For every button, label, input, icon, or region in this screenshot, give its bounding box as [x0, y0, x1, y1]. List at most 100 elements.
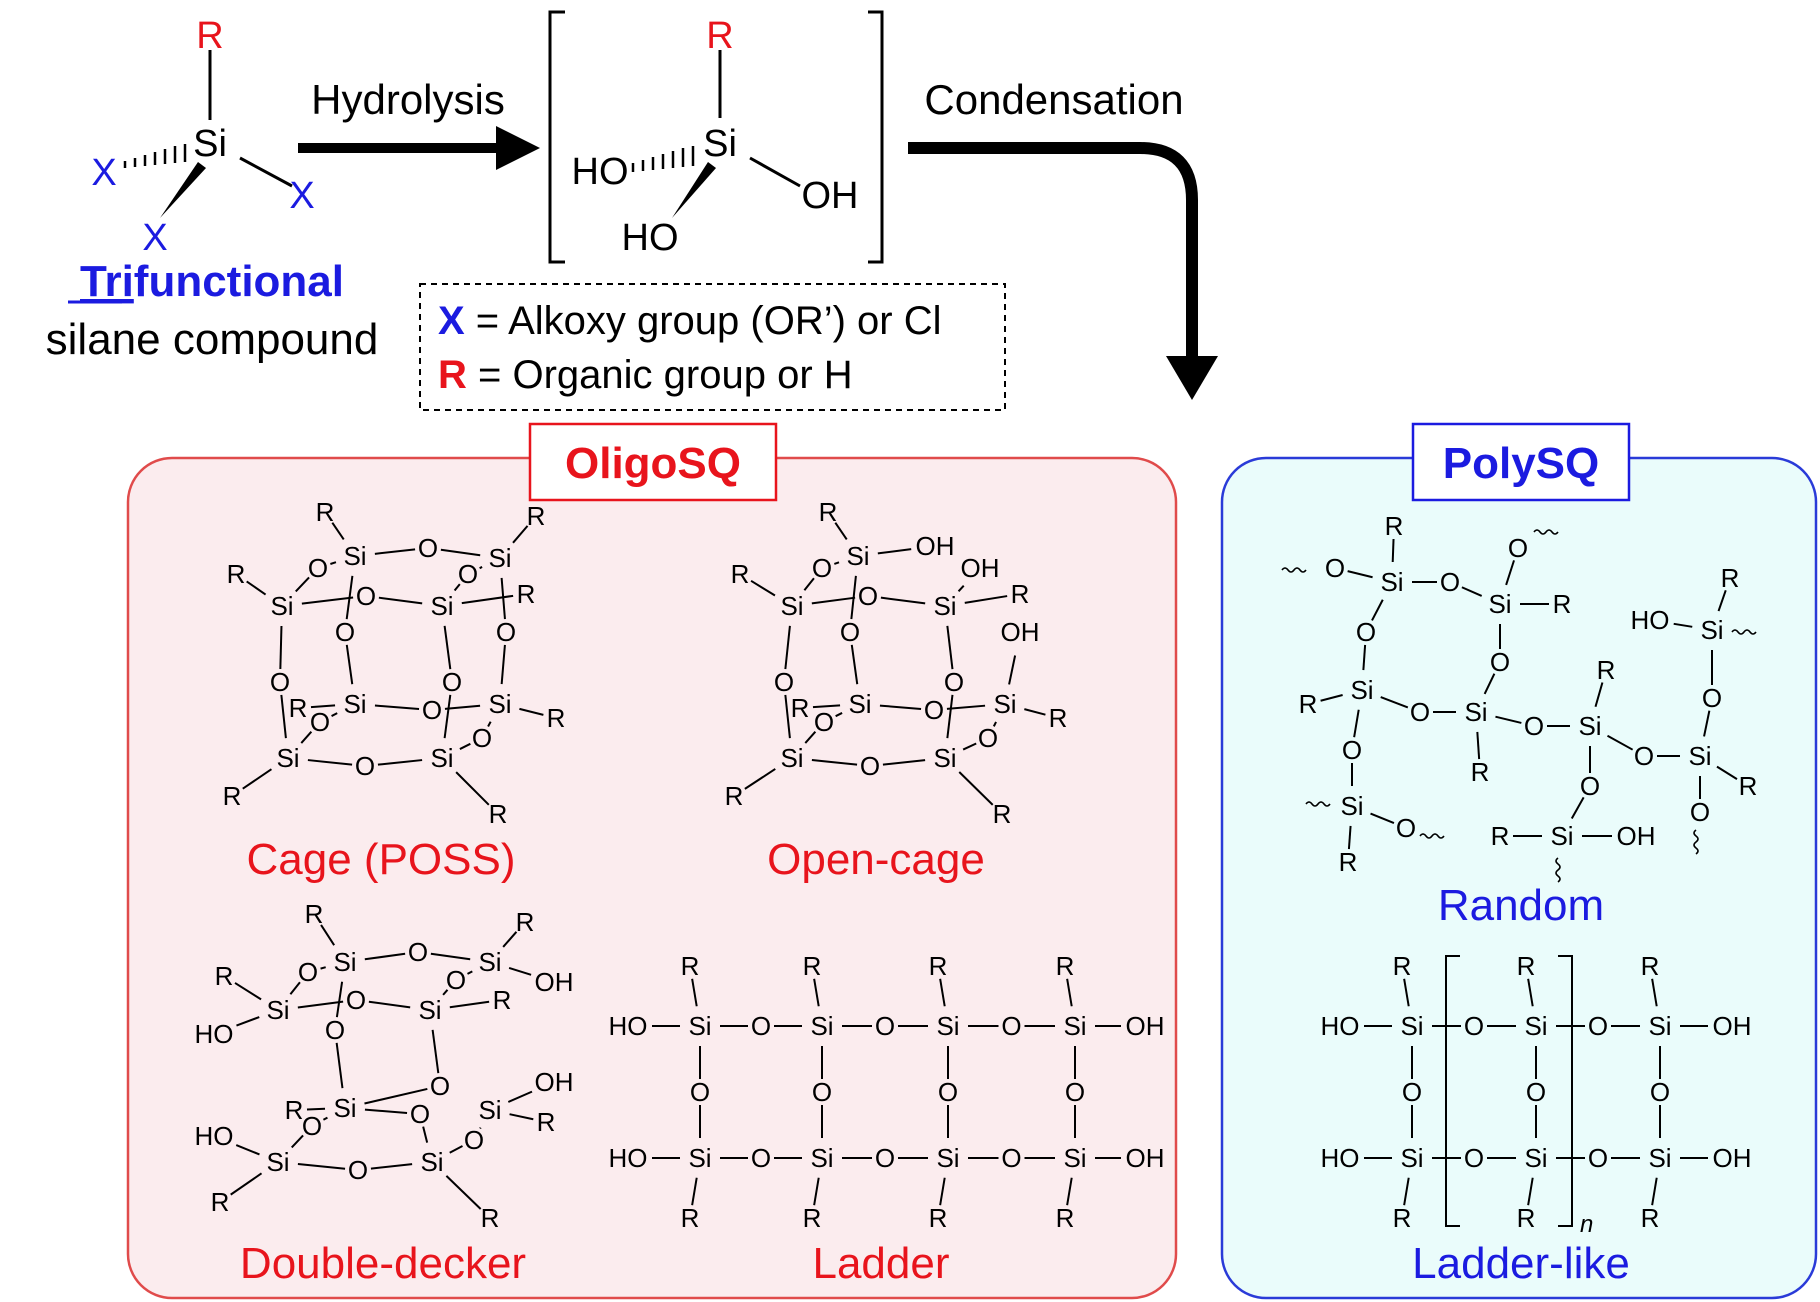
atom-si: Si [343, 541, 366, 571]
bond [455, 771, 490, 806]
bond [834, 561, 840, 565]
bond [442, 989, 449, 996]
atom-r: R [527, 501, 546, 531]
bond [1066, 978, 1073, 1007]
atom-oh: OH [1126, 1011, 1165, 1041]
bond [519, 707, 544, 716]
bond [378, 596, 423, 605]
bond [502, 931, 518, 948]
bond [1483, 673, 1496, 695]
hashed-bond [123, 144, 187, 168]
atom-o: O [751, 1011, 771, 1041]
atom-r: R [1011, 579, 1030, 609]
atom-o: O [418, 533, 438, 563]
atom-si: Si [1400, 1143, 1423, 1173]
legend-r: R = Organic group or H [438, 353, 853, 397]
bond [1066, 1177, 1073, 1206]
wavy-bond [1693, 829, 1699, 855]
atom-r: R [227, 559, 246, 589]
bond [230, 1172, 263, 1196]
bond [512, 525, 529, 544]
bond [487, 721, 492, 727]
bond [958, 771, 994, 806]
bond [957, 584, 965, 592]
atom-si: Si [1524, 1143, 1547, 1173]
bond [310, 704, 336, 709]
atom-o: O [355, 751, 375, 781]
atom-o: O [840, 617, 860, 647]
atom-si: Si [478, 1095, 501, 1125]
atom-oh: OH [1713, 1143, 1752, 1173]
atom-o: O [774, 667, 794, 697]
atom-o: O [308, 553, 328, 583]
bond [691, 978, 698, 1007]
atom-o: O [496, 617, 516, 647]
silane-r: R [196, 15, 223, 57]
atom-r: R [791, 693, 810, 723]
atom-si: Si [1380, 567, 1403, 597]
atom-si: Si [780, 743, 803, 773]
atom-o: O [1702, 683, 1722, 713]
atom-r: R [316, 497, 335, 527]
bond [500, 644, 506, 685]
bond [500, 577, 506, 620]
bond [850, 644, 859, 685]
wavy-bond [1419, 833, 1445, 839]
bond [962, 742, 977, 751]
bond [1527, 978, 1534, 1007]
atom-r: R [481, 1203, 500, 1233]
atom-si: Si [810, 1143, 833, 1173]
atom-r: R [929, 951, 948, 981]
atom-o: O [1464, 1143, 1484, 1173]
bond [445, 1175, 482, 1210]
atom-r: R [305, 899, 324, 929]
bond [279, 625, 283, 670]
bond [345, 644, 354, 685]
bond [242, 768, 273, 790]
bond [1371, 599, 1384, 621]
bond [1347, 570, 1373, 579]
bond [364, 1108, 408, 1114]
atom-si: Si [430, 743, 453, 773]
atom-o: O [1325, 553, 1345, 583]
bond [374, 548, 416, 555]
atom-r: R [1597, 655, 1616, 685]
triol-ho-left: HO [572, 151, 629, 193]
bond [1320, 694, 1343, 702]
atom-o: O [812, 553, 832, 583]
atom-oh: OH [961, 553, 1000, 583]
atom-o: O [814, 707, 834, 737]
repeat-n: n [1580, 1211, 1593, 1238]
atom-r: R [547, 703, 566, 733]
legend-x: X = Alkoxy group (OR’) or Cl [438, 299, 942, 343]
bond [880, 596, 926, 605]
bond [377, 759, 423, 766]
atom-si: Si [488, 689, 511, 719]
bond [289, 981, 301, 995]
bond [1495, 715, 1522, 724]
atom-si: Si [993, 689, 1016, 719]
atom-o: O [1524, 711, 1544, 741]
atom-r: R [993, 799, 1012, 829]
triol-oh-right: OH [802, 175, 859, 217]
bond [750, 579, 776, 597]
atom-r: R [1491, 821, 1510, 851]
atom-r: R [493, 985, 512, 1015]
atom-o: O [1580, 771, 1600, 801]
condensation-arrow [908, 142, 1198, 360]
wavy-bond [1731, 629, 1757, 635]
atom-o: O [1588, 1143, 1608, 1173]
atom-r: R [1739, 771, 1758, 801]
bond [297, 1000, 344, 1009]
atom-r: R [1517, 1203, 1536, 1233]
atom-r: R [1049, 703, 1068, 733]
condensation-label: Condensation [924, 76, 1183, 123]
atom-o: O [430, 1071, 450, 1101]
bond [946, 694, 954, 739]
atom-r: R [289, 693, 308, 723]
bond [345, 575, 354, 620]
bond [440, 548, 481, 557]
bond [297, 1162, 346, 1170]
bond [964, 595, 1008, 604]
atom-si: Si [343, 689, 366, 719]
